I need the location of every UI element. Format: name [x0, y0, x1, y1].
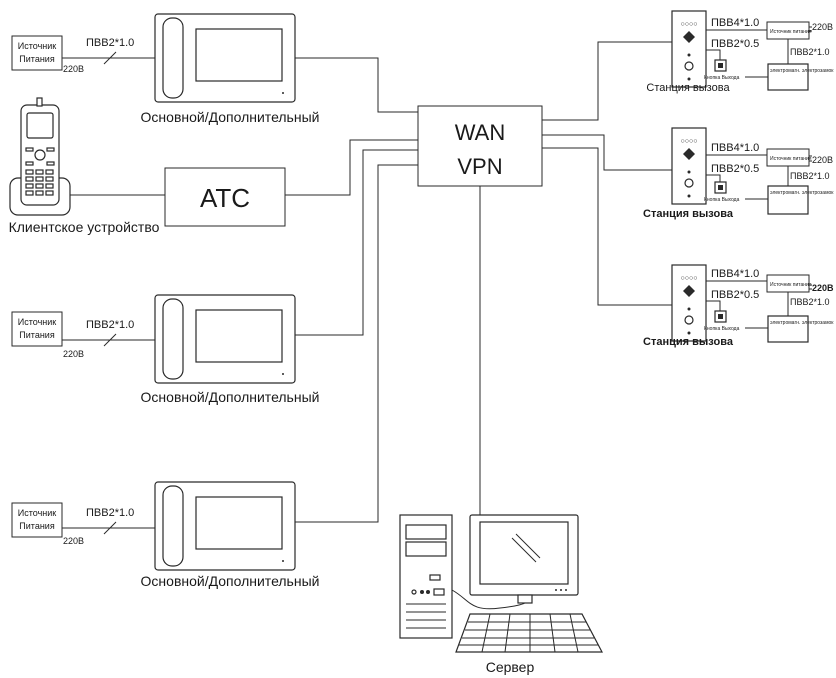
- server-caption: Сервер: [486, 659, 535, 675]
- monitor-screen: [195, 309, 283, 363]
- cable-power-label: ПВВ4*1.0: [711, 268, 759, 280]
- voltage-label: 220В: [63, 536, 84, 546]
- svg-text:Источник питания: Источник питания: [770, 156, 812, 162]
- cable-power-label: ПВВ4*1.0: [711, 17, 759, 29]
- phone-keypad-icon: [25, 169, 54, 196]
- psu-label-line2: Питания: [19, 330, 55, 340]
- psu-box: [11, 502, 63, 538]
- monitor-caption: Основной/Дополнительный: [141, 109, 320, 125]
- phone-display-icon: [26, 112, 54, 139]
- cable-button-label: ПВВ2*0.5: [711, 38, 759, 50]
- monitor-screen: [195, 28, 283, 82]
- svg-text:○○○○: ○○○○: [681, 275, 698, 282]
- call-station-2: ○○○○ ПВВ4*1.0 Источник питания 220В ПВВ2…: [643, 127, 834, 220]
- handset-icon: [162, 298, 184, 380]
- handset-icon: [162, 485, 184, 567]
- station-caption: Станция вызова: [643, 208, 734, 220]
- psu-label-line2: Питания: [19, 54, 55, 64]
- monitor-caption: Основной/Дополнительный: [141, 389, 320, 405]
- atc-label: ATC: [200, 183, 250, 213]
- client-phone: Клиентское устройство: [9, 97, 160, 235]
- server: Сервер: [399, 514, 603, 675]
- vpn-label: VPN: [457, 154, 502, 179]
- station-caption: Станция вызова: [646, 82, 730, 94]
- voltage-label: 220В: [63, 349, 84, 359]
- voltage-label: 220В: [63, 64, 84, 74]
- station-caption: Станция вызова: [643, 336, 734, 348]
- psu-label-line2: Питания: [19, 521, 55, 531]
- svg-text:электромагн. электрозамок: электромагн. электрозамок: [770, 68, 834, 74]
- psu-label-line1: Источник: [18, 41, 56, 51]
- svg-text:Источник питания: Источник питания: [770, 282, 812, 288]
- atc-box: ATC: [164, 167, 286, 227]
- cable-lock-label: ПВВ2*1.0: [790, 297, 830, 307]
- exit-button-label: Кнопка Выхода: [704, 197, 740, 203]
- call-station-3: ○○○○ ПВВ4*1.0 Источник питания 220В ПВВ2…: [643, 264, 834, 348]
- psu-label-line1: Источник: [18, 508, 56, 518]
- call-panel-icon: [671, 127, 707, 205]
- exit-button-label: Кнопка Выхода: [704, 326, 740, 332]
- svg-text:○○○○: ○○○○: [681, 138, 698, 145]
- cable-button-label: ПВВ2*0.5: [711, 163, 759, 175]
- cable-label: ПВВ2*1.0: [86, 319, 134, 331]
- voltage-label: 220В: [812, 22, 833, 32]
- psu-label-line1: Источник: [18, 317, 56, 327]
- handset-icon: [162, 17, 184, 99]
- indoor-monitor-1: Источник Питания 220В ПВВ2*1.0 Основной/…: [11, 13, 320, 125]
- indoor-monitor-2: Источник Питания 220В ПВВ2*1.0 Основной/…: [11, 294, 320, 405]
- svg-text:электромагн. электрозамок: электромагн. электрозамок: [770, 320, 834, 326]
- connection-lines: [70, 41, 672, 523]
- lock-icon: [767, 185, 809, 215]
- monitor-caption: Основной/Дополнительный: [141, 573, 320, 589]
- client-phone-caption: Клиентское устройство: [9, 219, 160, 235]
- exit-button-label: Кнопка Выхода: [704, 75, 740, 81]
- cable-power-label: ПВВ4*1.0: [711, 142, 759, 154]
- lock-icon: [767, 315, 809, 343]
- cable-lock-label: ПВВ2*1.0: [790, 171, 830, 181]
- call-panel-icon: [671, 264, 707, 342]
- indoor-monitor-3: Источник Питания 220В ПВВ2*1.0 Основной/…: [11, 481, 320, 589]
- wan-vpn-hub: WAN VPN: [417, 105, 543, 187]
- monitor-screen: [195, 496, 283, 550]
- svg-text:электромагн. электрозамок: электромагн. электрозамок: [770, 190, 834, 196]
- psu-box: [11, 311, 63, 347]
- cable-lock-label: ПВВ2*1.0: [790, 47, 830, 57]
- svg-text:Источник питания: Источник питания: [770, 29, 812, 35]
- keyboard-icon: [455, 613, 603, 653]
- cable-label: ПВВ2*1.0: [86, 37, 134, 49]
- voltage-label: 220В: [812, 283, 834, 293]
- psu-box: [11, 35, 63, 71]
- wan-label: WAN: [455, 120, 506, 145]
- cable-button-label: ПВВ2*0.5: [711, 289, 759, 301]
- call-panel-icon: [671, 10, 707, 88]
- voltage-label: 220В: [812, 155, 833, 165]
- call-station-1: ○○○○ ПВВ4*1.0 Источник питания 220В ПВВ2…: [646, 10, 834, 94]
- cable-label: ПВВ2*1.0: [86, 507, 134, 519]
- svg-text:○○○○: ○○○○: [681, 21, 698, 28]
